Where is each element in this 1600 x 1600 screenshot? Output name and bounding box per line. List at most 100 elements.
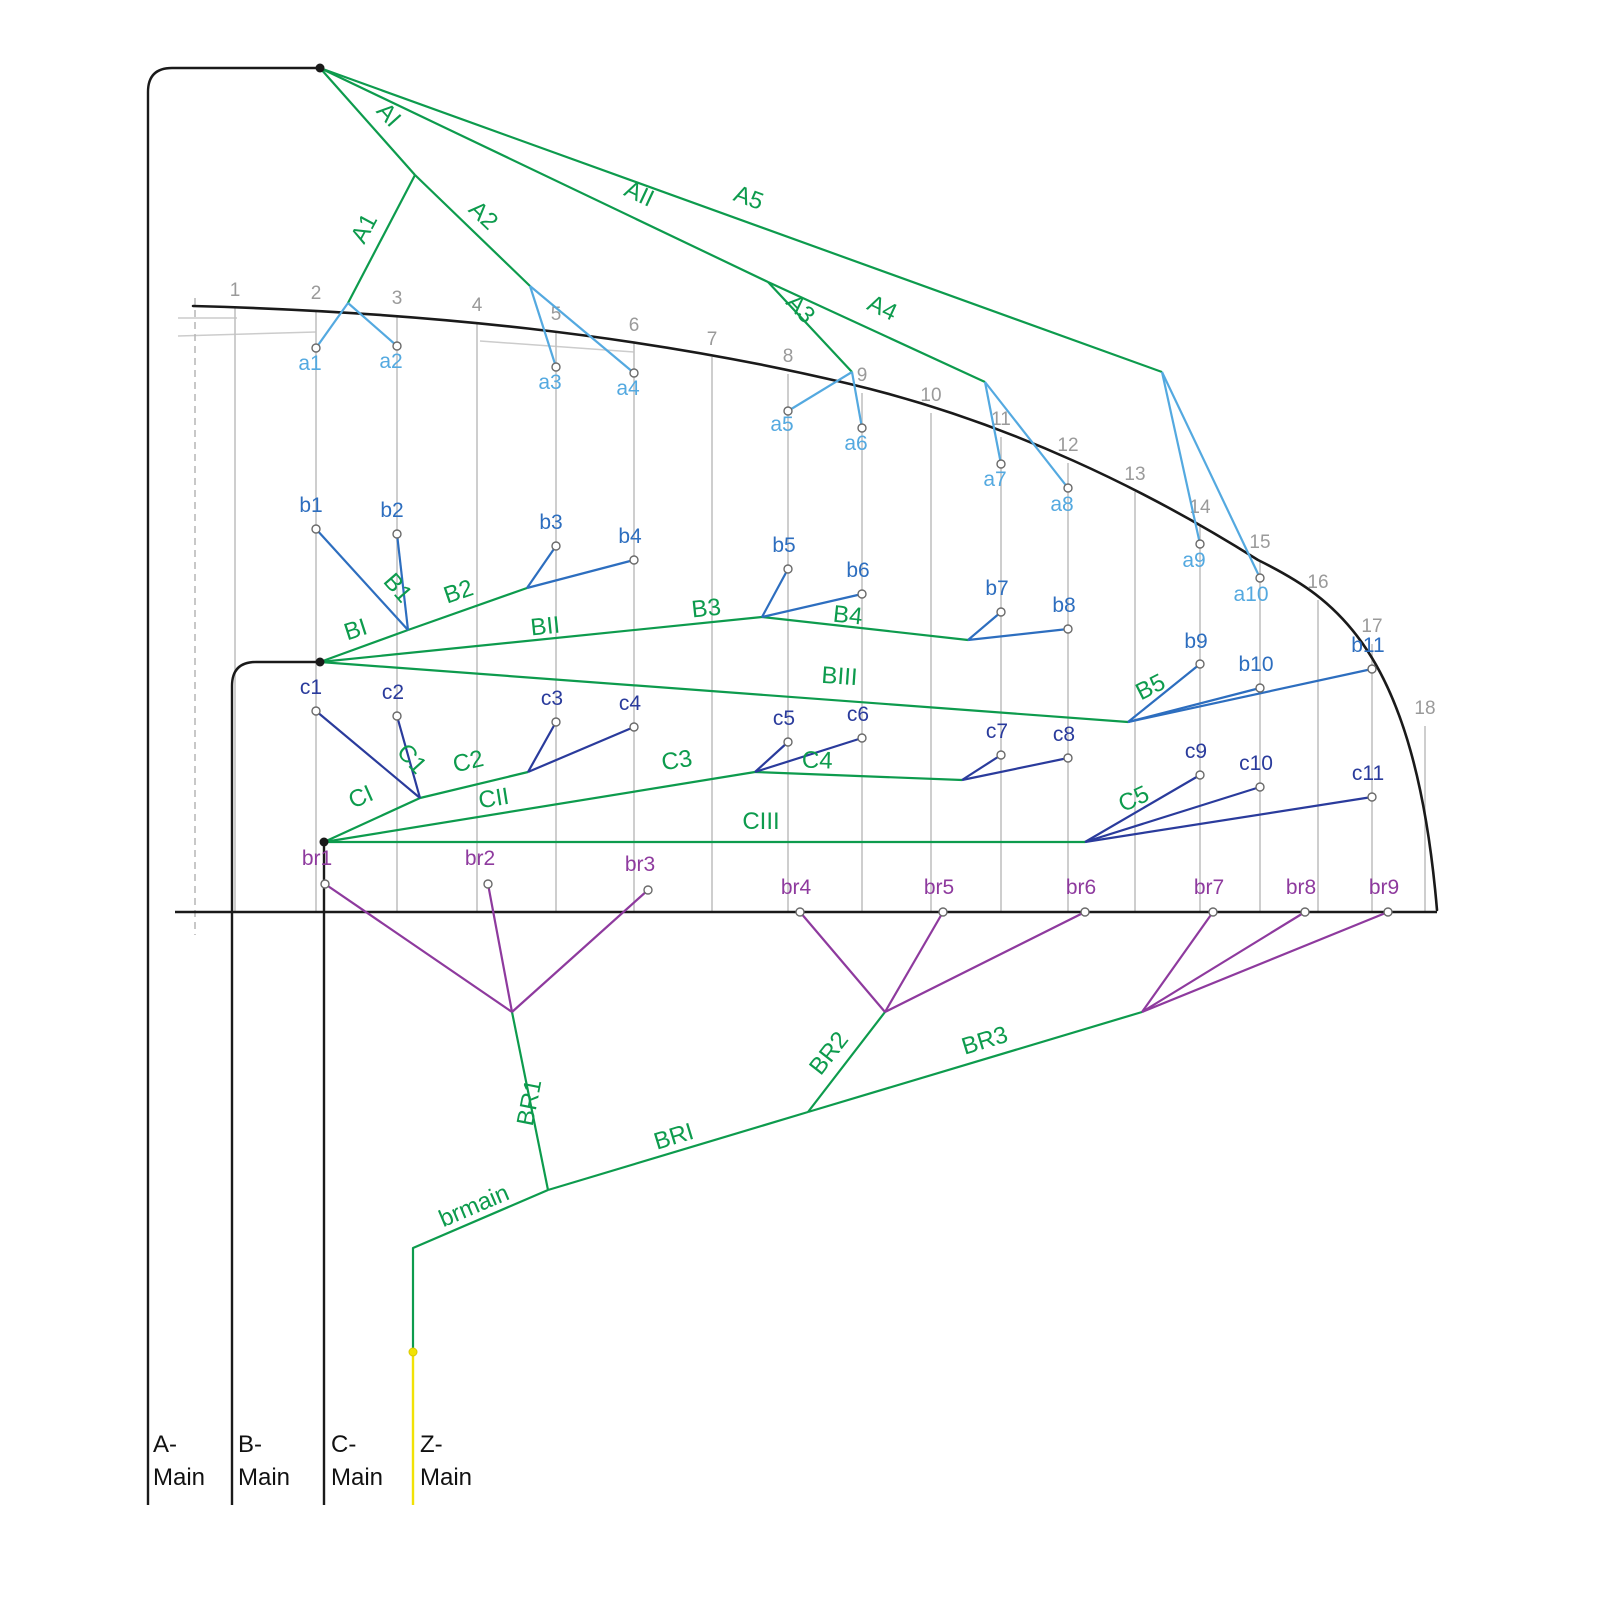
node-label-a10: a10 [1233,583,1268,606]
edge-b4-link [526,558,635,590]
node-br6 [1080,907,1090,917]
node-label-br7: br7 [1194,876,1224,899]
branch-label-BR1: BR1 [512,1077,547,1128]
node-label-b6: b6 [846,559,869,582]
node-label-c9: c9 [1185,740,1207,763]
branch-label-BRI: BRI [651,1118,697,1156]
node-b3 [551,541,561,551]
rib-number-17: 17 [1361,616,1382,637]
edge-BII [319,615,763,664]
node-c6 [857,733,867,743]
rib-number-10: 10 [920,385,941,406]
node-label-a3: a3 [538,371,561,394]
node-label-c4: c4 [619,692,642,715]
edge-c10-link [1084,785,1261,844]
branch-label-A2: A2 [463,196,503,236]
node-br4 [795,907,805,917]
node-label-b9: b9 [1184,630,1207,653]
node-b5 [783,564,793,574]
node-label-b2: b2 [380,499,403,522]
edge-a8-link [984,381,1069,489]
rib-number-14: 14 [1189,497,1211,518]
edge-AII [319,67,769,283]
node-label-a7: a7 [983,468,1006,491]
edge-b8-link [967,627,1069,642]
node-c7 [996,750,1006,760]
rib-number-18: 18 [1414,698,1435,719]
branch-label-BR2: BR2 [804,1027,854,1080]
edge-A3 [767,281,853,373]
node-a9 [1195,539,1205,549]
edge-br9-link [1141,910,1389,1014]
edge-BR1 [510,1011,550,1191]
detail-line-2 [177,331,317,337]
node-label-a8: a8 [1050,493,1073,516]
branch-label-C2: C2 [450,745,486,778]
rib-number-16: 16 [1307,572,1328,593]
branch-label-AI: AI [371,98,406,133]
edge-c2-link [395,715,422,799]
node-label-br1: br1 [302,847,332,870]
node-a6 [857,423,867,433]
node-b11 [1367,664,1377,674]
node-label-a6: a6 [844,432,867,455]
branch-label-B4: B4 [832,601,864,631]
branch-label-C4: C4 [801,746,833,774]
c-main-label-line1: C- [331,1431,357,1458]
node-label-c7: c7 [986,720,1008,743]
edge-a4-link [529,285,635,374]
node-label-c10: c10 [1239,752,1273,775]
node-br1 [320,879,330,889]
edge-c4-link [527,725,635,774]
edge-br1-link [324,883,513,1013]
rib-number-9: 9 [857,365,868,386]
node-label-a1: a1 [298,352,321,375]
node-b7 [996,607,1006,617]
node-b2 [392,529,402,539]
node-label-c8: c8 [1053,723,1075,746]
branch-label-C3: C3 [660,745,695,776]
a-main-label-line2: Main [153,1464,206,1491]
edge-b1-link [315,528,409,631]
branch-label-brmain: brmain [435,1179,513,1233]
z-junction-dot [408,1347,418,1357]
edge-BIII [319,660,1129,724]
edge-BR3 [807,1010,1143,1114]
edge-b2-link [395,533,410,631]
edge-CII [323,770,756,844]
node-label-c2: c2 [382,681,404,704]
node-br7 [1208,907,1218,917]
edge-c11-link [1084,795,1373,844]
edge-a2-link [347,302,398,347]
a-main-line [146,66,320,1505]
node-c5 [783,737,793,747]
edge-a3-link [528,285,558,368]
detail-line-3 [479,340,635,353]
branch-label-AII: AII [620,176,658,213]
edge-c7-link [961,754,1002,781]
edge-C2 [419,770,529,800]
edge-B4 [761,615,969,642]
node-label-c3: c3 [541,687,563,710]
branch-label-BII: BII [529,612,561,642]
edge-br6-link [884,911,1086,1013]
node-b4 [629,555,639,565]
edge-b3-link [526,545,557,589]
node-c3 [551,717,561,727]
edge-a10-link [1161,371,1261,579]
node-label-c5: c5 [773,707,795,730]
node-label-b3: b3 [539,511,562,534]
node-label-br8: br8 [1286,876,1316,899]
edge-b7-link [967,611,1002,641]
node-a5 [783,406,793,416]
edge-br5-link [884,911,944,1013]
branch-label-A5: A5 [730,180,767,215]
node-a4 [629,368,639,378]
branch-label-CI: CI [344,780,377,814]
rib-number-1: 1 [230,280,241,301]
node-label-b8: b8 [1052,594,1075,617]
edge-c3-link [527,721,557,773]
rib-number-2: 2 [311,283,322,304]
node-label-b5: b5 [772,534,795,557]
